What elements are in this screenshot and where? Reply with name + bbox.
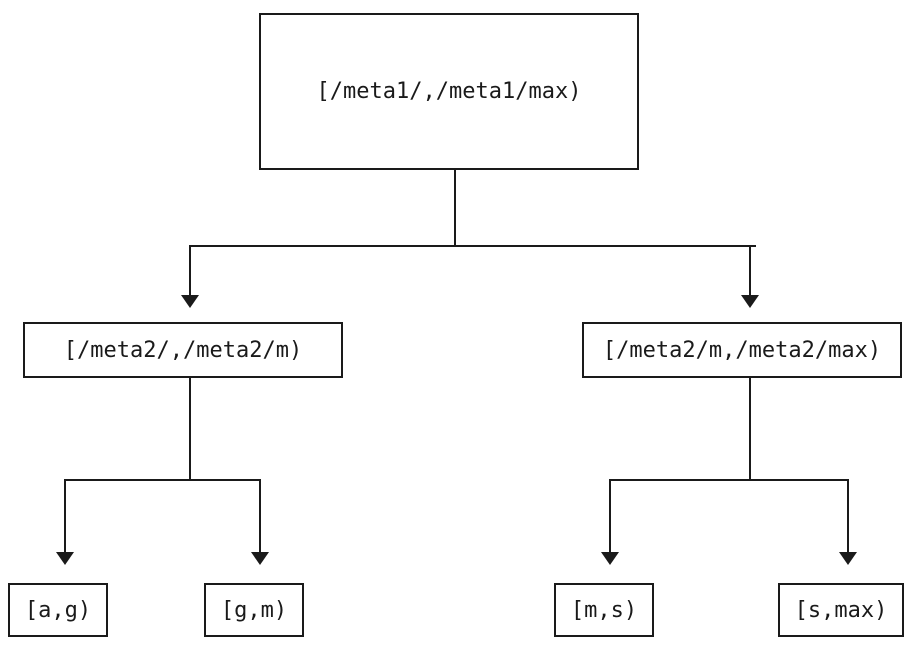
node-meta2-right: [/meta2/m,/meta2/max) bbox=[582, 322, 902, 378]
node-leaf-s-max-label: [s,max) bbox=[794, 597, 888, 623]
node-leaf-m-s: [m,s) bbox=[554, 583, 654, 637]
node-root-meta1-label: [/meta1/,/meta1/max) bbox=[316, 79, 582, 104]
node-leaf-g-m-label: [g,m) bbox=[220, 597, 288, 623]
node-leaf-m-s-label: [m,s) bbox=[570, 597, 638, 623]
edge-to-meta2-right bbox=[749, 245, 751, 295]
node-meta2-left-label: [/meta2/,/meta2/m) bbox=[63, 337, 303, 363]
node-meta2-right-label: [/meta2/m,/meta2/max) bbox=[602, 337, 882, 363]
node-meta2-left: [/meta2/,/meta2/m) bbox=[23, 322, 343, 378]
arrow-down-icon-meta2-left bbox=[181, 295, 199, 308]
arrow-down-icon-leaf-s-max bbox=[839, 552, 857, 565]
node-leaf-a-g: [a,g) bbox=[8, 583, 108, 637]
edge-meta2-left-stem bbox=[189, 378, 191, 481]
edge-to-leaf-s-max bbox=[847, 479, 849, 552]
arrow-down-icon-leaf-a-g bbox=[56, 552, 74, 565]
arrow-down-icon-leaf-g-m bbox=[251, 552, 269, 565]
edge-to-leaf-g-m bbox=[259, 479, 261, 552]
edge-right-subtree-branch-bar bbox=[609, 479, 849, 481]
node-leaf-s-max: [s,max) bbox=[778, 583, 904, 637]
edge-root-stem bbox=[454, 170, 456, 247]
node-leaf-g-m: [g,m) bbox=[204, 583, 304, 637]
edge-meta2-right-stem bbox=[749, 378, 751, 481]
edge-left-subtree-branch-bar bbox=[64, 479, 261, 481]
arrow-down-icon-meta2-right bbox=[741, 295, 759, 308]
edge-to-meta2-left bbox=[189, 245, 191, 295]
node-root-meta1: [/meta1/,/meta1/max) bbox=[259, 13, 639, 170]
arrow-down-icon-leaf-m-s bbox=[601, 552, 619, 565]
edge-to-leaf-m-s bbox=[609, 479, 611, 552]
edge-to-leaf-a-g bbox=[64, 479, 66, 552]
node-leaf-a-g-label: [a,g) bbox=[24, 597, 92, 623]
edge-level1-branch-bar bbox=[189, 245, 756, 247]
